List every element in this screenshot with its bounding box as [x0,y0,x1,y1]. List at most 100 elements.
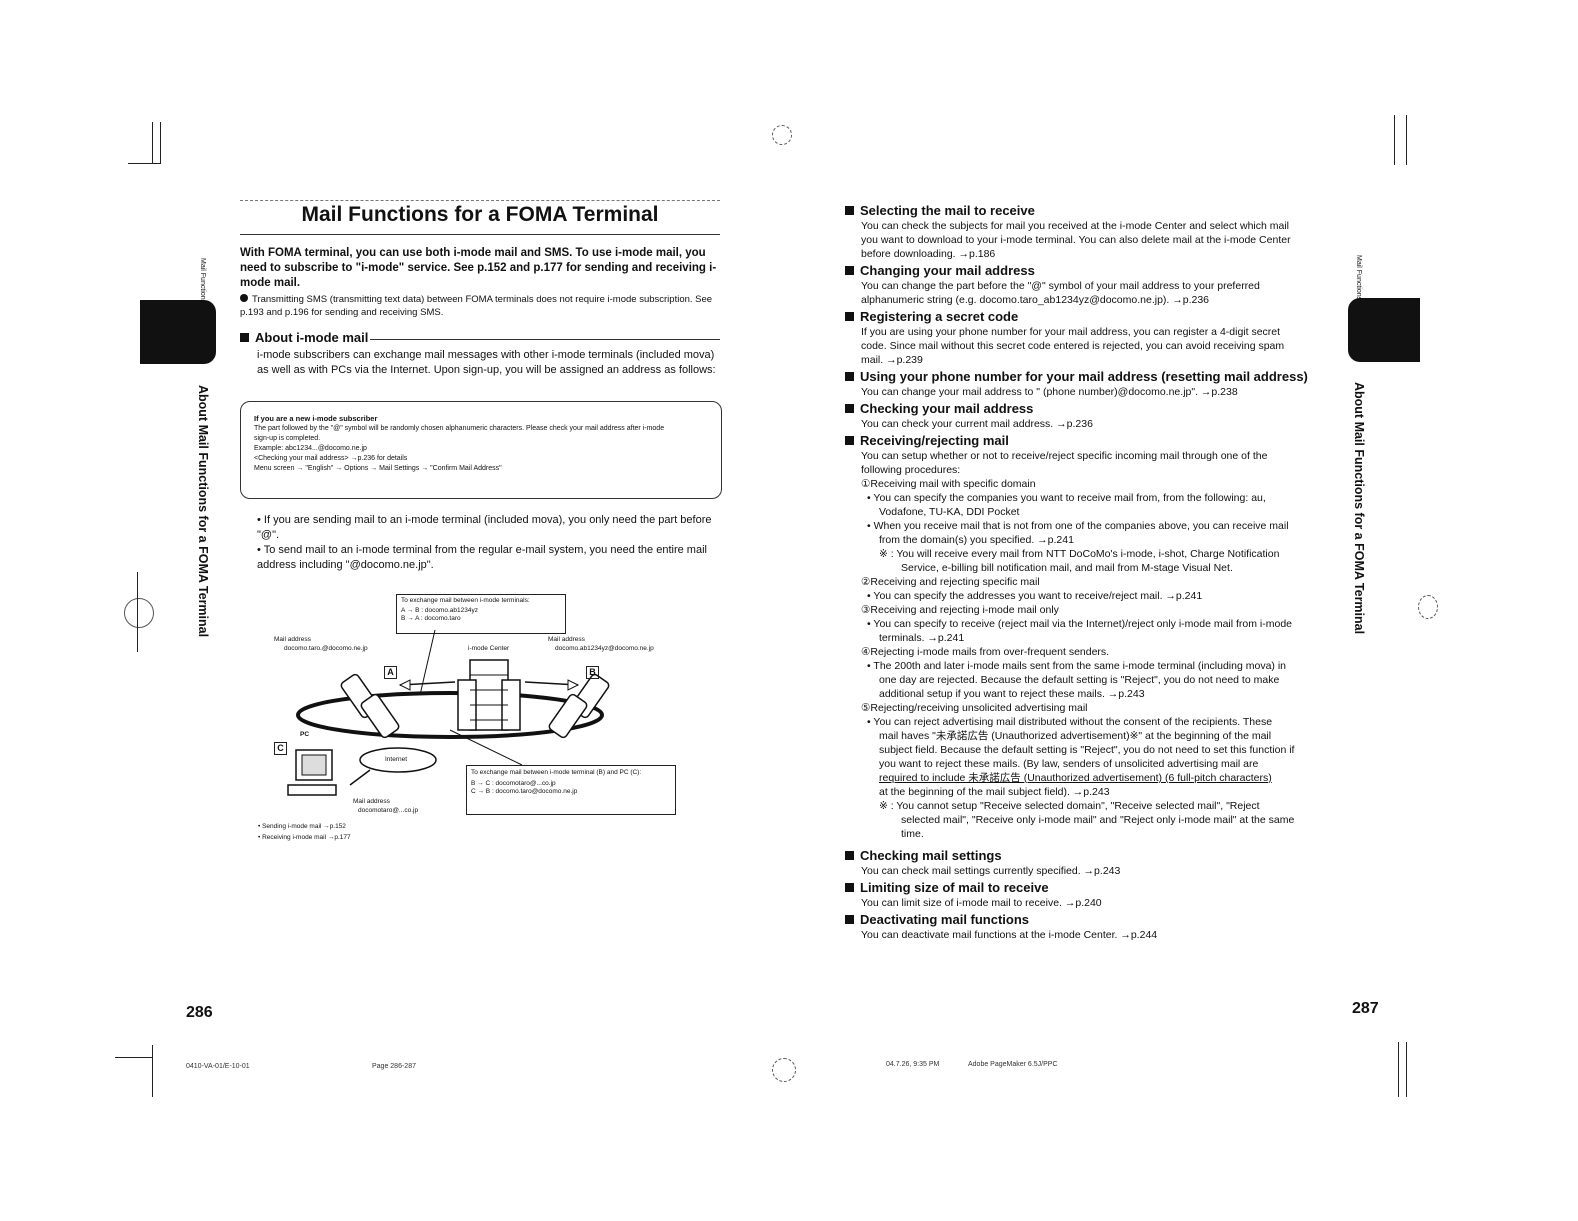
intro-note: Transmitting SMS (transmitting text data… [240,293,720,319]
heading-rule [370,339,720,340]
page-title: Mail Functions for a FOMA Terminal [301,203,659,226]
section-heading-text: Deactivating mail functions [860,912,1030,927]
page-number-left: 286 [186,1004,213,1021]
box-line: Menu screen → "English" → Options → Mail… [254,465,502,472]
internet-label: Internet [385,756,408,763]
new-subscriber-box-text: If you are a new i-mode subscriber The p… [254,414,714,474]
about-heading-text: About i-mode mail [255,330,369,345]
pc-mail-label: Mail address [353,798,390,805]
about-heading: About i-mode mail [240,330,368,345]
procedure-line: subject field. Because the default setti… [879,744,1295,756]
procedure-note: ※ : You cannot setup "Receive selected d… [879,800,1260,812]
crop-mark [160,122,161,164]
section-body-line: You can change the part before the "@" s… [861,280,1260,292]
diagram-box-terminals: To exchange mail between i-mode terminal… [396,594,566,634]
procedure-line: • When you receive mail that is not from… [867,520,1289,532]
mail-address-right: docomo.ab1234yz@docomo.ne.jp [555,645,654,652]
network-ring [296,691,604,739]
letter-a: A [384,666,397,679]
crop-mark [115,1057,153,1058]
mail-address-right-label: Mail address [548,636,585,643]
letter-c: C [274,742,287,755]
box-heading: If you are a new i-mode subscriber [254,414,378,423]
arrowhead [567,679,580,691]
procedure-line: • You can specify the companies you want… [867,492,1266,504]
procedure-item: ③Receiving and rejecting i-mode mail onl… [861,604,1059,616]
letter-b: B [586,666,599,679]
imode-center-label: i-mode Center [468,645,510,652]
section-heading-text: Receiving/rejecting mail [860,433,1009,448]
crop-mark [152,122,153,164]
procedure-line: one day are rejected. Because the defaul… [879,674,1280,686]
box-line: The part followed by the "@" symbol will… [254,425,665,432]
crop-mark [1406,115,1407,165]
section-body-line: alphanumeric string (e.g. docomo.taro_ab… [861,294,1210,306]
section-heading: Checking mail settings [845,847,1325,864]
address-bullets: • If you are sending mail to an i-mode t… [257,513,717,573]
section-heading: Limiting size of mail to receive [845,879,1325,896]
box-line: Example: abc1234...@docomo.ne.jp [254,445,367,452]
bullet-item: • To send mail to an i-mode terminal fro… [257,544,707,571]
section-body-line: following procedures: [861,464,961,476]
pc-label: PC [300,731,310,738]
procedure-line: mail haves "未承諾広告 (Unauthorized advertis… [879,730,1272,742]
registration-mark [772,125,792,145]
square-bullet-icon [845,915,854,924]
letter-c-badge: C [274,738,287,756]
diagram-box-row: B → A : docomo.taro [401,615,461,622]
crop-mark [1394,115,1395,165]
square-bullet-icon [845,436,854,445]
section-tab [1348,298,1420,362]
section-heading: Checking your mail address [845,400,1325,417]
crop-mark [152,1045,153,1097]
page-number-right: 287 [1352,1000,1379,1017]
section-heading: Changing your mail address [845,262,1325,279]
section-heading-text: Registering a secret code [860,309,1019,324]
procedure-line: terminals. →p.241 [879,632,965,644]
procedure-line: required to include 未承諾広告 (Unauthorized … [879,772,1272,784]
crop-mark [1406,1042,1407,1097]
square-bullet-icon [845,312,854,321]
procedure-note: ※ : You will receive every mail from NTT… [879,548,1280,560]
bullet-icon [240,294,248,302]
section-heading-text: Checking your mail address [860,401,1034,416]
section-body-line: You can change your mail address to " (p… [861,386,1238,398]
section-body-line: You can check the subjects for mail you … [861,220,1289,232]
title-rule [240,234,720,235]
crop-mark [137,572,138,652]
section-heading: Deactivating mail functions [845,911,1325,928]
diagram-drawing [287,630,610,796]
bullet-text: If you are sending mail to an i-mode ter… [257,514,712,541]
phone-right [548,673,610,739]
reference-text: Receiving i-mode mail →p.177 [262,834,351,841]
mail-address-left-label: Mail address [274,636,311,643]
crop-mark [128,163,160,164]
crop-mark [1398,1042,1399,1097]
section-body-line: code. Since mail without this secret cod… [861,340,1285,352]
section-heading-text: Using your phone number for your mail ad… [860,369,1308,384]
section-body-line: mail. →p.239 [861,354,923,366]
section-heading: Using your phone number for your mail ad… [845,368,1325,385]
section-body-line: You can deactivate mail functions at the… [861,929,1158,941]
reference-receiving: • Receiving i-mode mail →p.177 [258,834,351,841]
letter-b-badge: B [586,662,599,680]
diagram-box-title: To exchange mail between i-mode terminal… [401,597,530,604]
side-label-small: Mail Functions [199,258,206,304]
square-bullet-icon [845,372,854,381]
imode-center-building [457,659,521,731]
diagram-box-row: B → C : docomotaro@...co.jp [471,780,556,787]
diagram-box-row: A → B : docomo.ab1234yz [401,607,478,614]
mail-address-left: docomo.taro.@docomo.ne.jp [284,645,368,652]
procedure-line: • You can specify to receive (reject mai… [867,618,1293,630]
footer-date: 04.7.26, 9:35 PM [886,1061,940,1068]
side-label-small: Mail Functions [1355,255,1362,301]
intro-paragraph: With FOMA terminal, you can use both i-m… [240,247,717,289]
section-body-line: you want to download to your i-mode term… [861,234,1291,246]
section-heading: Receiving/rejecting mail [845,432,1325,449]
square-bullet-icon [845,266,854,275]
square-bullet-icon [845,206,854,215]
reference-sending: • Sending i-mode mail →p.152 [258,823,346,830]
procedure-item: ④Rejecting i-mode mails from over-freque… [861,646,1110,658]
procedure-line: at the beginning of the mail subject fie… [879,786,1110,798]
procedure-line: additional setup if you want to reject t… [879,688,1145,700]
